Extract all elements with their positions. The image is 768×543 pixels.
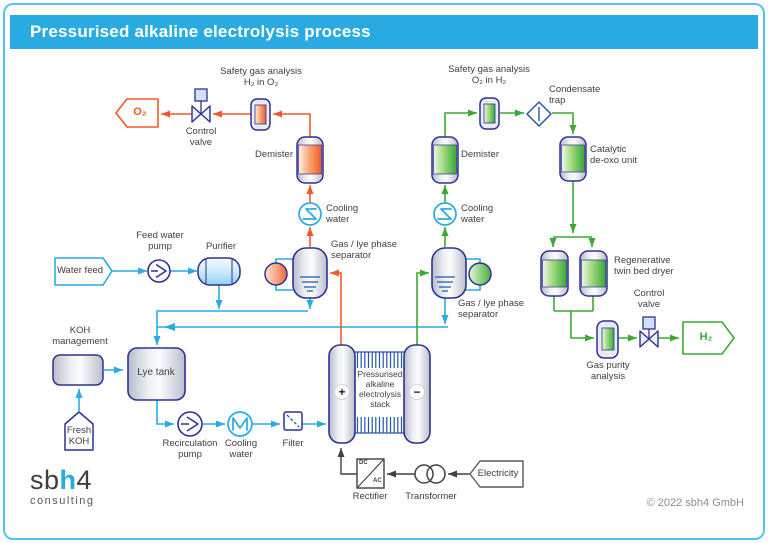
control-valve-right (639, 316, 659, 348)
h2-flag-text: H₂ (699, 331, 713, 343)
electrolysis-stack (328, 344, 431, 444)
pipe-return-line-a (153, 310, 308, 345)
gas-purity-analysis (596, 320, 619, 359)
transformer-symbol (414, 464, 446, 484)
label-twin-bed-dryer: Regenerative twin bed dryer (614, 255, 674, 277)
label-recirculation-pump: Recirculation pump (162, 438, 218, 460)
twin-bed-dryer-left (540, 250, 569, 297)
minus-badge (409, 384, 425, 400)
title-bar: Pressurised alkaline electrolysis proces… (10, 15, 758, 49)
electricity-text: Electricity (477, 468, 519, 479)
water-feed-flag (54, 257, 113, 286)
cooling-water-lye (227, 411, 253, 437)
label-control-valve-left: Control valve (185, 126, 217, 148)
label-feed-water-pump: Feed water pump (136, 230, 184, 252)
arrow-return-left (164, 323, 175, 331)
pipe-demister-to-analysis-l (273, 110, 311, 137)
label-safety-gas-analysis-left: Safety gas analysis H₂ in O₂ (220, 66, 302, 88)
catalytic-deoxo-unit (559, 136, 587, 182)
plus-badge (334, 384, 350, 400)
label-cooling-water-lye: Cooling water (224, 438, 258, 460)
rectifier-ac-text: AC (373, 478, 382, 484)
label-control-valve-right: Control valve (633, 288, 665, 310)
valve-body-left (191, 105, 211, 123)
koh-management-box (52, 354, 104, 386)
logo-tagline: consulting (30, 495, 95, 507)
twin-bed-dryer-right (579, 250, 608, 297)
label-safety-gas-analysis-right: Safety gas analysis O₂ in H₂ (448, 64, 530, 86)
pipe-stack-to-sepright (416, 269, 429, 347)
separator-pump-left (264, 262, 288, 286)
label-separator-left: Gas / lye phase separator (331, 239, 398, 261)
hydrogen-pipes (416, 109, 679, 347)
label-gas-purity-analysis: Gas purity analysis (586, 360, 630, 382)
stack-text: Pressurised alkaline electrolysis stack (357, 369, 403, 409)
label-condensate-trap: Condensate trap (549, 84, 601, 106)
safety-gas-analysis-left (250, 98, 271, 131)
demister-right-vessel (431, 136, 459, 184)
label-separator-right: Gas / lye phase separator (458, 298, 525, 320)
condensate-trap-symbol (526, 101, 552, 127)
pipe-demister-to-analysis-r (444, 109, 477, 137)
label-koh-management: KOH management (52, 325, 108, 347)
label-cooling-water-right: Cooling water (461, 203, 494, 225)
stack-minus: − (413, 385, 421, 399)
page-title: Pressurised alkaline electrolysis proces… (30, 22, 371, 41)
lye-tank-vessel (127, 347, 186, 401)
fresh-koh-flag (64, 411, 94, 451)
water-feed-text: Water feed (56, 265, 104, 276)
demister-left-vessel (296, 136, 324, 184)
valve-actuator-left (194, 88, 208, 102)
line-rectifier-to-stack (337, 448, 357, 475)
gas-lye-separator-left (292, 247, 328, 299)
rectifier-dc-text: DC (359, 460, 368, 466)
rectifier-symbol (356, 458, 385, 489)
label-purifier: Purifier (205, 241, 237, 252)
stack-comb-bottom (355, 417, 404, 434)
logo-h: h (59, 465, 77, 495)
o2-output-flag (115, 98, 159, 128)
electric-lines (337, 448, 470, 478)
label-cooling-water-left: Cooling water (326, 203, 359, 225)
lye-tank-text: Lye tank (137, 367, 175, 378)
pipe-trap-to-deoxo (552, 112, 577, 134)
pipe-join-to-gaspurity (570, 311, 594, 342)
sbh4-logo-wordmark: sbh4 (30, 466, 95, 494)
label-demister-left: Demister (254, 149, 293, 160)
copyright-text: © 2022 sbh4 GmbH (646, 497, 744, 509)
label-rectifier: Rectifier (352, 491, 388, 502)
recirculation-pump (177, 411, 203, 437)
feed-water-pump (147, 259, 171, 283)
stack-comb-top (355, 351, 404, 368)
pipe-seppump-loop-left (275, 258, 293, 291)
cooling-water-right (433, 202, 457, 226)
logo-4: 4 (76, 465, 93, 495)
pipe-lyetank-to-recirc (156, 400, 174, 428)
stack-plus: + (338, 385, 346, 399)
control-valve-left (191, 88, 211, 123)
label-transformer: Transformer (405, 491, 457, 502)
electricity-flag (469, 460, 524, 488)
sbh4-logo: sbh4 consulting (30, 466, 95, 507)
h2-output-flag (682, 321, 735, 355)
o2-flag-text: O₂ (133, 106, 147, 118)
label-deoxo-unit: Catalytic de-oxo unit (590, 144, 638, 166)
valve-actuator-right (642, 316, 656, 330)
pipe-stack-to-sepleft (330, 269, 342, 347)
label-filter: Filter (282, 438, 304, 449)
fresh-koh-text: Fresh KOH (66, 425, 92, 447)
oxygen-pipes (161, 110, 342, 347)
purifier-vessel (197, 257, 241, 286)
logo-sb: sb (30, 465, 60, 495)
separator-pump-right (468, 262, 492, 286)
valve-body-right (639, 330, 659, 348)
filter-symbol (283, 411, 303, 431)
water-lye-pipes (112, 258, 481, 428)
cooling-water-left (298, 202, 322, 226)
pipe-dryer-join (553, 296, 594, 312)
label-demister-right: Demister (461, 149, 500, 160)
gas-lye-separator-right (431, 247, 467, 299)
safety-gas-analysis-right (479, 97, 500, 130)
